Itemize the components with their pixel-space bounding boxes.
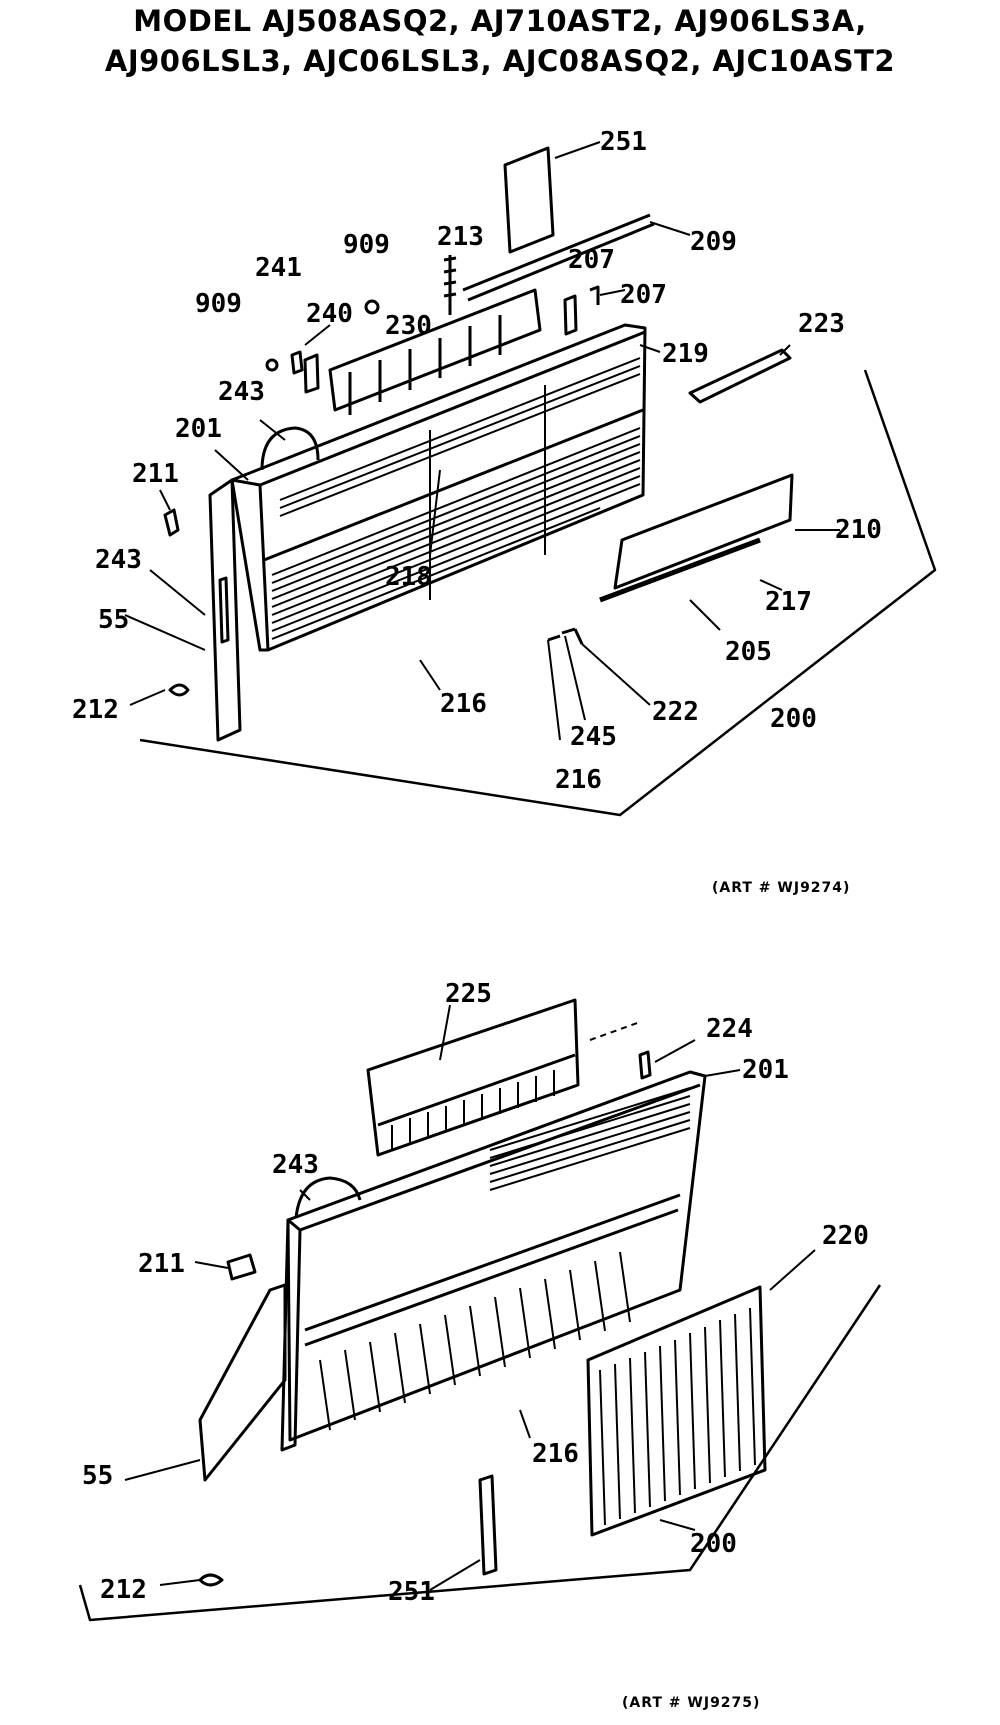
part-207-clip: [563, 285, 600, 336]
part-224-clip: [638, 1050, 652, 1080]
callout-245: 245: [570, 722, 617, 752]
callout-209: 209: [690, 227, 737, 257]
callout-210: 210: [835, 515, 882, 545]
callout-205: 205: [725, 637, 772, 667]
callout-212: 212: [72, 695, 119, 725]
part-209-rod: [462, 213, 655, 302]
callout-240: 240: [306, 299, 353, 329]
callout-211: 211: [132, 459, 179, 489]
callout-201: 201: [175, 414, 222, 444]
assembly-200-outline: [139, 369, 937, 817]
callout-55: 55: [98, 605, 129, 635]
callout-207: 207: [568, 245, 615, 275]
callout-201: 201: [742, 1055, 789, 1085]
assembly-200-outline: [78, 1284, 882, 1622]
callout-220: 220: [822, 1221, 869, 1251]
callout-211: 211: [138, 1249, 185, 1279]
part-211-clip: [163, 508, 180, 537]
part-251-strip: [478, 1474, 498, 1576]
part-230-louver: [328, 288, 542, 412]
callout-224: 224: [706, 1014, 753, 1044]
part-201-front-frame: [230, 323, 647, 652]
callout-200: 200: [690, 1529, 737, 1559]
part-213-screw: [443, 255, 457, 315]
part-212-screw: [198, 1573, 224, 1587]
part-241-clip: [290, 350, 304, 375]
part-225-panel: [366, 998, 580, 1157]
part-243-side-panel: [208, 478, 242, 742]
part-220-grille: [586, 1285, 767, 1537]
callout-216: 216: [532, 1439, 579, 1469]
part-251-shape: [503, 146, 555, 254]
model-title-line-1: MODEL AJ508ASQ2, AJ710AST2, AJ906LS3A,: [133, 4, 867, 38]
part-211-clip: [226, 1253, 257, 1281]
callout-212: 212: [100, 1575, 147, 1605]
part-222-fastener: [547, 627, 584, 645]
callout-251: 251: [388, 1577, 435, 1607]
callout-200: 200: [770, 704, 817, 734]
callout-223: 223: [798, 309, 845, 339]
part-243-knob: [260, 426, 320, 471]
callout-219: 219: [662, 339, 709, 369]
part-223-handle: [688, 348, 792, 404]
callout-243: 243: [272, 1150, 319, 1180]
part-909-screw-2: [364, 299, 380, 315]
callout-213: 213: [437, 222, 484, 252]
callout-241: 241: [255, 253, 302, 283]
callout-225: 225: [445, 979, 492, 1009]
part-212-screw: [168, 683, 190, 697]
part-201-front-frame: [286, 1070, 707, 1442]
part-240-knob: [303, 353, 320, 394]
callout-207-b: 207: [620, 280, 667, 310]
art-number-bottom: (ART # WJ9275): [622, 1695, 761, 1711]
callout-216-b: 216: [555, 765, 602, 795]
part-55-filter: [198, 1283, 287, 1482]
callout-216: 216: [440, 689, 487, 719]
callout-222: 222: [652, 697, 699, 727]
part-909-screw: [265, 358, 279, 372]
callout-909: 909: [343, 230, 390, 260]
callout-243: 243: [218, 377, 265, 407]
part-243-knob: [294, 1176, 362, 1219]
part-205-filter: [613, 473, 794, 590]
callout-218: 218: [385, 562, 432, 592]
callout-55: 55: [82, 1461, 113, 1491]
exploded-view-front-panel: 225 224 201 243 220 211 55 216 251 200 2…: [78, 979, 882, 1622]
callout-243-b: 243: [95, 545, 142, 575]
exploded-view-front-grille: 251 209 213 909 207 207 241 909 240 230 …: [72, 127, 937, 817]
callout-217: 217: [765, 587, 812, 617]
callout-230: 230: [385, 311, 432, 341]
callout-909-b: 909: [195, 289, 242, 319]
art-number-top: (ART # WJ9274): [712, 880, 851, 896]
callout-251: 251: [600, 127, 647, 157]
model-title-line-2: AJ906LSL3, AJC06LSL3, AJC08ASQ2, AJC10AS…: [104, 44, 896, 78]
